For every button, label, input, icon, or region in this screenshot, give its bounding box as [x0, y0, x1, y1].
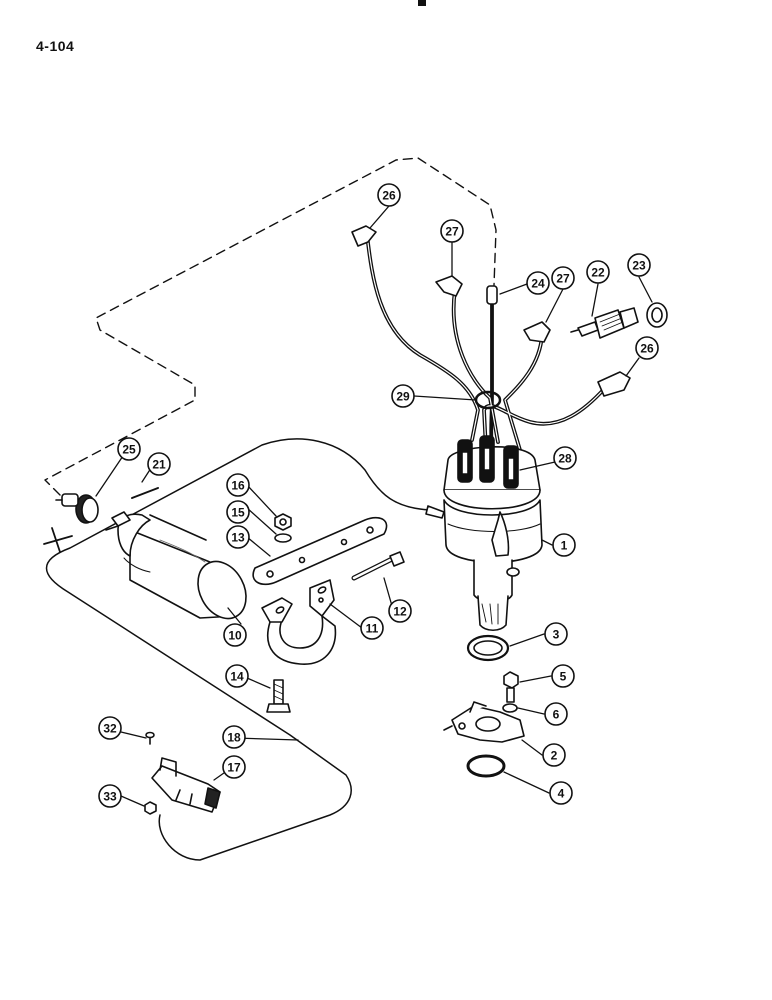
svg-text:14: 14: [230, 670, 244, 684]
distributor-cap-28: [443, 435, 541, 510]
callout-17: 17: [222, 755, 246, 779]
callout-29: 29: [391, 384, 415, 408]
callout-4: 4: [549, 781, 573, 805]
bolt-5: [503, 671, 519, 703]
dashed-wire-route: [44, 157, 497, 496]
svg-text:18: 18: [227, 731, 241, 745]
callout-11: 11: [360, 616, 384, 640]
svg-text:3: 3: [553, 628, 560, 642]
svg-text:17: 17: [227, 761, 241, 775]
coil-wire-18: [45, 438, 431, 861]
callout-25: 25: [117, 437, 141, 461]
svg-text:22: 22: [591, 266, 605, 280]
svg-text:32: 32: [103, 722, 117, 736]
page-number: 4-104: [36, 38, 75, 54]
top-edge-mark: [418, 0, 426, 6]
spark-plug-22: [570, 307, 639, 339]
svg-text:1: 1: [561, 539, 568, 553]
callout-3: 3: [544, 622, 568, 646]
hold-down-clamp-2: [443, 701, 525, 743]
callout-28: 28: [553, 446, 577, 470]
svg-text:15: 15: [231, 506, 245, 520]
callout-26b: 26: [635, 336, 659, 360]
callout-27b: 27: [551, 266, 575, 290]
wire-boot-27a: [435, 275, 463, 297]
callout-5: 5: [551, 664, 575, 688]
svg-text:4: 4: [558, 787, 565, 801]
svg-text:6: 6: [553, 708, 560, 722]
callout-1: 1: [552, 533, 576, 557]
nut-33: [144, 801, 157, 815]
svg-text:29: 29: [396, 390, 410, 404]
screw-32: [145, 731, 155, 745]
callout-13: 13: [226, 525, 250, 549]
svg-text:13: 13: [231, 531, 245, 545]
coil-lead-terminal: [425, 505, 445, 519]
callout-32: 32: [98, 716, 122, 740]
callout-22: 22: [586, 260, 610, 284]
distributor-body-1: [443, 499, 543, 632]
callout-33: 33: [98, 784, 122, 808]
svg-text:5: 5: [560, 670, 567, 684]
seal-ring-3: [466, 634, 510, 662]
washer-15: [274, 533, 292, 543]
svg-text:25: 25: [122, 443, 136, 457]
callout-16: 16: [226, 473, 250, 497]
callout-14: 14: [225, 664, 249, 688]
wire-end-24: [486, 285, 498, 305]
callout-2: 2: [542, 743, 566, 767]
svg-text:16: 16: [231, 479, 245, 493]
svg-text:28: 28: [558, 452, 572, 466]
svg-text:11: 11: [366, 622, 379, 636]
ignition-coil-10: [105, 511, 247, 620]
strap-13: [252, 516, 388, 586]
svg-text:27: 27: [556, 272, 570, 286]
svg-text:10: 10: [228, 629, 242, 643]
callout-10: 10: [223, 623, 247, 647]
gasket-23: [646, 302, 668, 328]
clamp-11: [261, 579, 337, 665]
svg-text:21: 21: [152, 458, 166, 472]
svg-text:27: 27: [445, 225, 459, 239]
dash-mark: [131, 487, 159, 499]
o-ring-4: [466, 754, 506, 778]
callout-24: 24: [526, 271, 550, 295]
callout-23: 23: [627, 253, 651, 277]
callout-26a: 26: [377, 183, 401, 207]
svg-text:23: 23: [632, 259, 646, 273]
bolt-14: [266, 679, 291, 713]
callout-21: 21: [147, 452, 171, 476]
bolt-12: [351, 551, 405, 581]
washer-6: [502, 703, 518, 713]
wire-boot-26a: [351, 225, 377, 247]
connector-25: [55, 493, 99, 524]
wire-boot-26b: [597, 371, 631, 397]
resistor-17: [151, 757, 221, 813]
svg-text:26: 26: [640, 342, 654, 356]
callout-27a: 27: [440, 219, 464, 243]
svg-text:12: 12: [393, 605, 407, 619]
leader-lines: [95, 205, 653, 807]
callout-18: 18: [222, 725, 246, 749]
svg-text:24: 24: [531, 277, 545, 291]
wire-boot-27b: [523, 321, 551, 343]
callout-15: 15: [226, 500, 250, 524]
svg-text:26: 26: [382, 189, 396, 203]
x-mark: [43, 527, 73, 553]
spark-plug-wires-highlight: [366, 233, 606, 451]
callout-6: 6: [544, 702, 568, 726]
nut-16: [274, 513, 292, 531]
svg-text:2: 2: [551, 749, 558, 763]
svg-text:33: 33: [103, 790, 117, 804]
callout-12: 12: [388, 599, 412, 623]
